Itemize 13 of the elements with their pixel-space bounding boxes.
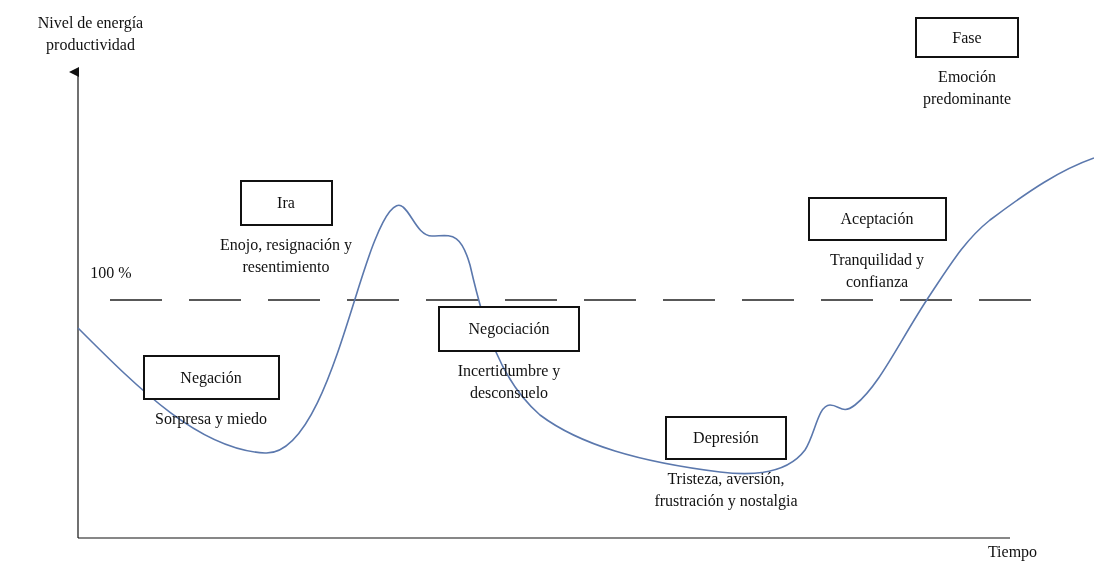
stage-title: Fase — [915, 17, 1019, 58]
stage-title: Aceptación — [807, 197, 947, 241]
stage-title: Ira — [239, 180, 333, 226]
emotion-text: Emoción predominante — [922, 67, 1012, 110]
emotion-text: Tranquilidad y confianza — [828, 250, 926, 292]
reference-label: 100 % — [89, 263, 133, 283]
axis-title: Tiempo — [986, 542, 1039, 562]
stage-title: Negociación — [438, 306, 580, 352]
axis-title: Nivel de energía productividad — [36, 13, 145, 56]
emotion-text: Enojo, resignación y resentimiento — [219, 235, 353, 277]
emotion-text: Tristeza, aversión, frustración y nostalgia — [653, 469, 799, 512]
stage-title: Negación — [142, 355, 280, 400]
stage-title: Depresión — [665, 416, 787, 460]
